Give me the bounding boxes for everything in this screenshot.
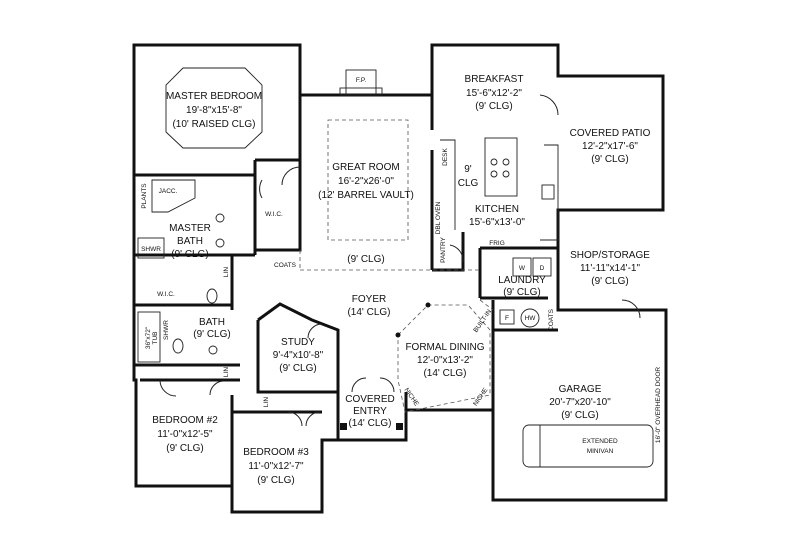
dashed-outlines <box>299 119 494 413</box>
sink-icon <box>208 345 218 355</box>
master-bedroom-dims: 19'-8"x15'-8" <box>186 105 242 116</box>
minivan-label-b: MINIVAN <box>587 448 614 455</box>
niche-label-2: NICHE <box>472 386 490 407</box>
covered-patio-ceiling: (9' CLG) <box>591 154 628 165</box>
master-bath-ceiling: (9' CLG) <box>171 249 208 260</box>
breakfast-name: BREAKFAST <box>465 74 524 85</box>
garage-ceiling: (9' CLG) <box>561 410 598 421</box>
bedroom2-ceiling: (9' CLG) <box>166 443 203 454</box>
covered-entry-name-b: ENTRY <box>353 406 387 417</box>
linen-label-1: LIN <box>223 267 230 277</box>
breakfast-ceiling: (9' CLG) <box>475 101 512 112</box>
frig-label: FRIG <box>489 240 505 247</box>
bathtub <box>137 311 161 363</box>
foyer-ceiling: (14' CLG) <box>347 307 390 318</box>
bath-ceiling: (9' CLG) <box>193 329 230 340</box>
kitchen-ceiling-a: 9' <box>464 164 472 175</box>
great-room-dims: 16'-2"x26'-0" <box>338 176 394 187</box>
room-labels: MASTER BEDROOM 19'-8"x15'-8" (10' RAISED… <box>152 74 650 486</box>
kitchen-dims: 15'-6"x13'-0" <box>469 217 525 228</box>
formal-dining-dims: 12'-0"x13'-2" <box>417 355 473 366</box>
study-ceiling: (9' CLG) <box>279 363 316 374</box>
fireplace-label: F.P. <box>356 77 367 84</box>
jacuzzi-tub <box>151 179 196 213</box>
covered-entry-name-a: COVERED <box>345 394 394 405</box>
bedroom3-ceiling: (9' CLG) <box>257 475 294 486</box>
linen-label-2: LIN <box>223 367 230 377</box>
shop-storage-dims: 11'-11"x14'-1" <box>580 263 640 274</box>
foyer-name: FOYER <box>352 294 386 305</box>
hw-label: HW <box>525 315 537 322</box>
tub-label: TUB <box>152 332 159 345</box>
dbl-oven-label: DBL OVEN <box>435 201 442 234</box>
study-name: STUDY <box>281 337 315 348</box>
toilet-icon <box>172 338 184 354</box>
doors <box>159 94 641 427</box>
bath-name: BATH <box>199 317 225 328</box>
washer <box>512 257 532 277</box>
shower <box>137 237 165 259</box>
dryer-label: D <box>540 265 545 272</box>
covered-patio-dims: 12'-2"x17'-6" <box>582 141 638 152</box>
study-dims: 9'-4"x10'-8" <box>273 350 324 361</box>
minivan-label-a: EXTENDED <box>582 438 618 445</box>
great-room-ceiling: (12' BARREL VAULT) <box>318 190 414 201</box>
garage-name: GARAGE <box>559 384 602 395</box>
bedroom2-dims: 11'-0"x12'-5" <box>157 429 213 440</box>
dryer <box>532 257 552 277</box>
master-bath-name-a: MASTER <box>169 223 211 234</box>
washer-label: W <box>519 265 526 272</box>
shower-label-1: SHWR <box>141 246 161 253</box>
great-room-ceiling-2: (9' CLG) <box>347 254 384 265</box>
overhead-door-label: 16'-0" OVERHEAD DOOR <box>655 367 662 443</box>
raised-ceiling-octagon <box>165 67 263 149</box>
linen-label-3: LIN <box>263 397 270 407</box>
shop-storage-name: SHOP/STORAGE <box>570 250 650 261</box>
tub-size-label: 36"x72" <box>145 326 152 349</box>
plants-label: PLANTS <box>141 183 148 209</box>
bedroom2-name: BEDROOM #2 <box>152 415 218 426</box>
shower-label-2: SHWR <box>163 320 170 340</box>
formal-dining-name: FORMAL DINING <box>405 342 484 353</box>
desk-label: DESK <box>442 147 449 165</box>
f-label: F <box>505 315 509 322</box>
master-bath-name-b: BATH <box>177 236 203 247</box>
garage-dims: 20'-7"x20'-10" <box>549 397 611 408</box>
sink-icon <box>215 213 225 223</box>
jacc-label: JACC. <box>159 188 178 195</box>
covered-patio-name: COVERED PATIO <box>570 128 651 139</box>
kitchen-name: KITCHEN <box>475 204 519 215</box>
water-heater <box>520 308 540 328</box>
master-bedroom-name: MASTER BEDROOM <box>166 91 262 102</box>
covered-entry-ceiling: (14' CLG) <box>348 418 391 429</box>
bedroom3-name: BEDROOM #3 <box>243 447 309 458</box>
kitchen-island <box>484 137 518 197</box>
shop-storage-ceiling: (9' CLG) <box>591 276 628 287</box>
wic-label-1: W.I.C. <box>265 211 283 218</box>
wic-label-2: W.I.C. <box>157 291 175 298</box>
sink-icon <box>215 238 225 248</box>
toilet-icon <box>206 288 218 304</box>
furnace <box>499 309 515 325</box>
coats-label-2: COATS <box>548 308 555 331</box>
master-bedroom-ceiling: (10' RAISED CLG) <box>172 119 255 130</box>
fixtures <box>137 67 654 468</box>
great-room-name: GREAT ROOM <box>332 162 399 173</box>
minivan <box>522 424 654 468</box>
formal-dining-ceiling: (14' CLG) <box>423 368 466 379</box>
sink-icon <box>541 184 555 200</box>
kitchen-ceiling-b: CLG <box>458 178 479 189</box>
breakfast-dims: 15'-6"x12'-2" <box>466 88 522 99</box>
bedroom3-dims: 11'-0"x12'-7" <box>248 461 304 472</box>
laundry-ceiling: (9' CLG) <box>503 287 540 298</box>
pantry-label: PANTRY <box>440 236 447 262</box>
laundry-name: LAUNDRY <box>498 275 546 286</box>
coats-label-1: COATS <box>274 262 297 269</box>
